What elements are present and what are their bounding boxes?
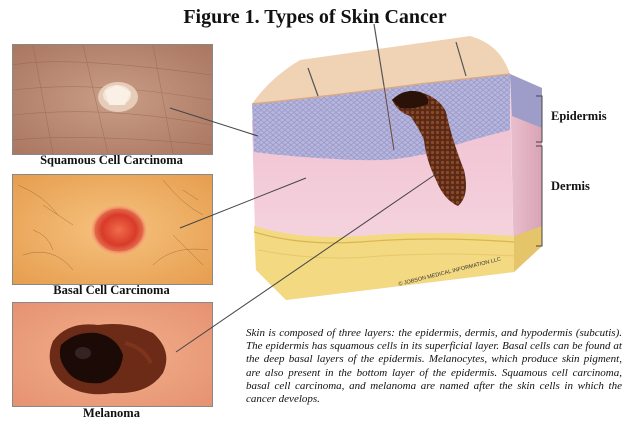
dermis-label: Dermis bbox=[551, 179, 590, 194]
figure-description: Skin is composed of three layers: the ep… bbox=[246, 327, 622, 406]
epidermis-label: Epidermis bbox=[551, 109, 607, 124]
